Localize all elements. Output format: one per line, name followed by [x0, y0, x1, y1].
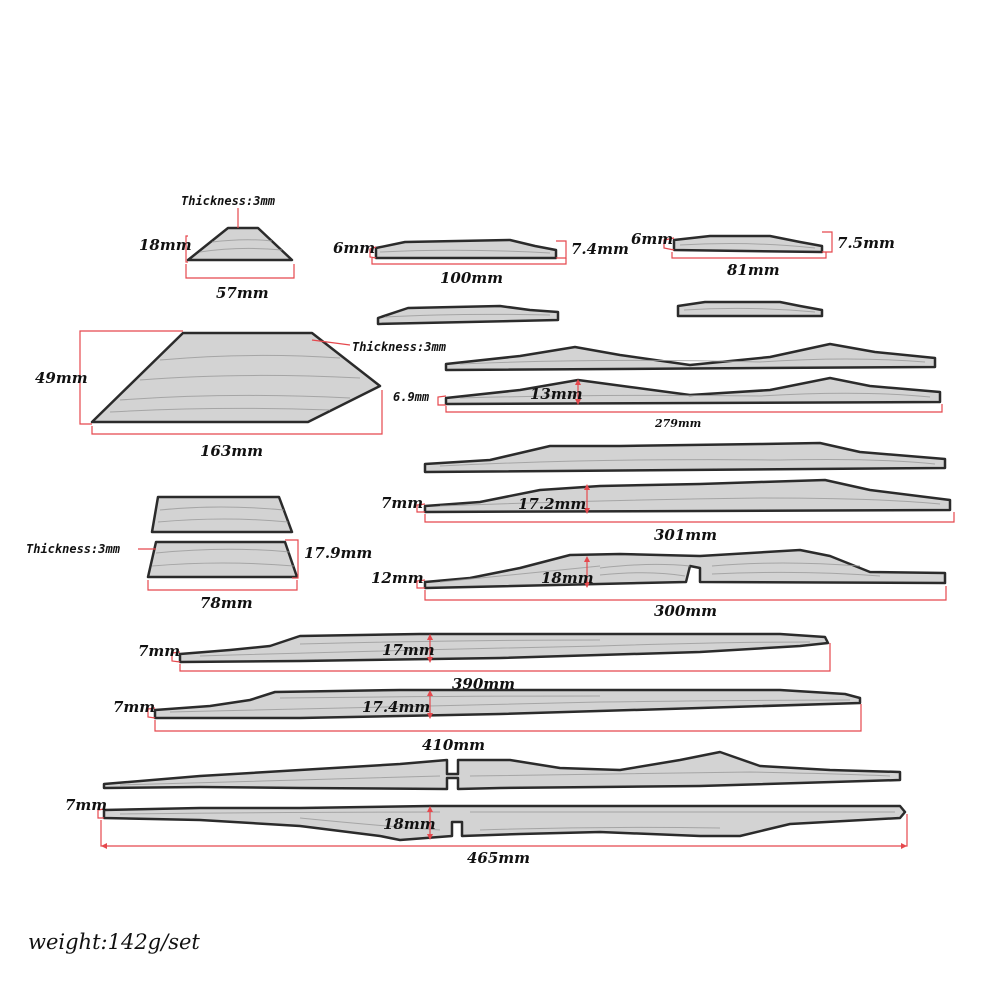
p100-left-label: 6mm [333, 239, 375, 257]
part-81mm: 6mm 7.5mm 81mm [631, 230, 895, 318]
tri-thickness-label: Thickness:3mm [181, 194, 276, 208]
big-height-label: 49mm [35, 369, 88, 387]
tri-height-label: 18mm [139, 236, 192, 254]
p100-len-label: 100mm [440, 269, 503, 287]
p390-len-label: 390mm [452, 675, 515, 693]
p465-mid-label: 18mm [383, 815, 436, 833]
part-100mm: 6mm 7.4mm 100mm [333, 238, 629, 326]
p279-len-label: 279mm [654, 417, 701, 430]
p465-len-label: 465mm [467, 849, 530, 867]
trap-height-label: 17.9mm [304, 544, 372, 562]
trap-width-label: 78mm [200, 594, 253, 612]
p81-len-label: 81mm [727, 261, 780, 279]
big-width-label: 163mm [200, 442, 263, 460]
part-390mm: 7mm 17mm 390mm [138, 632, 831, 693]
part-163mm: Thickness:3mm 49mm 163mm [35, 330, 447, 460]
tri-width-label: 57mm [216, 284, 269, 302]
p390-left-label: 7mm [138, 642, 180, 660]
p390-mid-label: 17mm [382, 641, 435, 659]
p279-mid-label: 13mm [530, 385, 583, 403]
trap-thickness-label: Thickness:3mm [26, 542, 121, 556]
p100-right-label: 7.4mm [571, 240, 629, 258]
part-301mm: 7mm 17.2mm 301mm [381, 441, 955, 544]
part-78mm: Thickness:3mm 17.9mm 78mm [26, 495, 372, 612]
p465-left-label: 7mm [65, 796, 107, 814]
p301-mid-label: 17.2mm [518, 495, 586, 513]
p81-left-label: 6mm [631, 230, 673, 248]
p300-len-label: 300mm [654, 602, 717, 620]
p300-mid-label: 18mm [541, 569, 594, 587]
p300-left-label: 12mm [371, 569, 424, 587]
p301-left-label: 7mm [381, 494, 423, 512]
part-465mm: 7mm 18mm 465mm [65, 750, 908, 867]
weight-label: weight:142g/set [28, 930, 200, 954]
p279-left-label: 6.9mm [393, 390, 430, 404]
p81-right-label: 7.5mm [837, 234, 895, 252]
big-thickness-label: Thickness:3mm [352, 340, 447, 354]
part-300mm: 12mm 18mm 300mm [371, 548, 947, 620]
p410-len-label: 410mm [422, 736, 485, 754]
p410-left-label: 7mm [113, 698, 155, 716]
part-57mm: Thickness:3mm 18mm 57mm [139, 194, 295, 302]
p410-mid-label: 17.4mm [362, 698, 430, 716]
p301-len-label: 301mm [654, 526, 717, 544]
part-279mm: 6.9mm 13mm 279mm [393, 342, 943, 430]
part-410mm: 7mm 17.4mm 410mm [113, 688, 862, 754]
